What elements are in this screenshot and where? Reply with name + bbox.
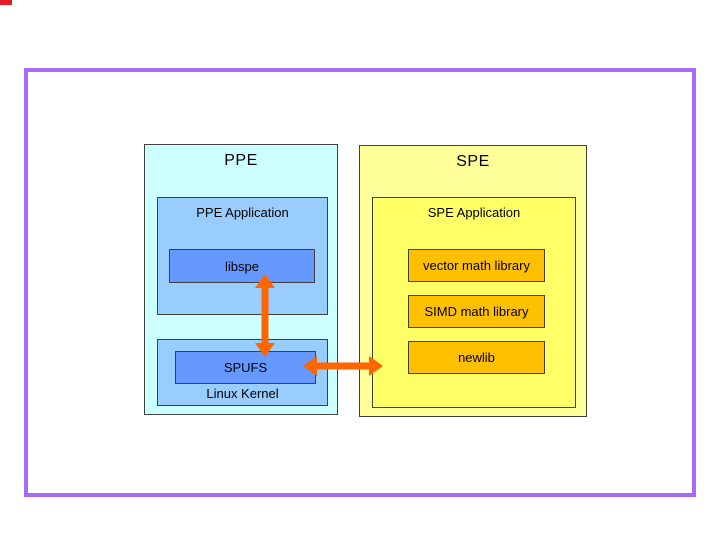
spe-box: SPE SPE Application vector math library … (359, 145, 587, 417)
spe-title: SPE (456, 153, 490, 170)
vector-math-library-label: vector math library (423, 258, 530, 273)
ppe-application-title: PPE Application (196, 205, 289, 220)
spe-application-box: SPE Application vector math library SIMD… (372, 197, 576, 408)
linux-kernel-title: Linux Kernel (206, 386, 279, 401)
simd-math-library-label: SIMD math library (424, 304, 529, 319)
libspe-box: libspe (169, 249, 315, 283)
screen-artifact (0, 0, 12, 5)
ppe-box: PPE PPE Application libspe SPUFS Linux K… (144, 144, 338, 415)
linux-kernel-box: SPUFS Linux Kernel (157, 339, 328, 406)
newlib-box: newlib (408, 341, 545, 374)
spe-application-title: SPE Application (427, 205, 521, 220)
simd-math-library-box: SIMD math library (408, 295, 545, 328)
vector-math-library-box: vector math library (408, 249, 545, 282)
spufs-box: SPUFS (175, 351, 316, 384)
libspe-label: libspe (225, 258, 259, 274)
newlib-label: newlib (458, 350, 495, 365)
ppe-title: PPE (224, 152, 258, 169)
ppe-application-box: PPE Application libspe (157, 197, 328, 315)
spufs-label: SPUFS (223, 360, 268, 375)
